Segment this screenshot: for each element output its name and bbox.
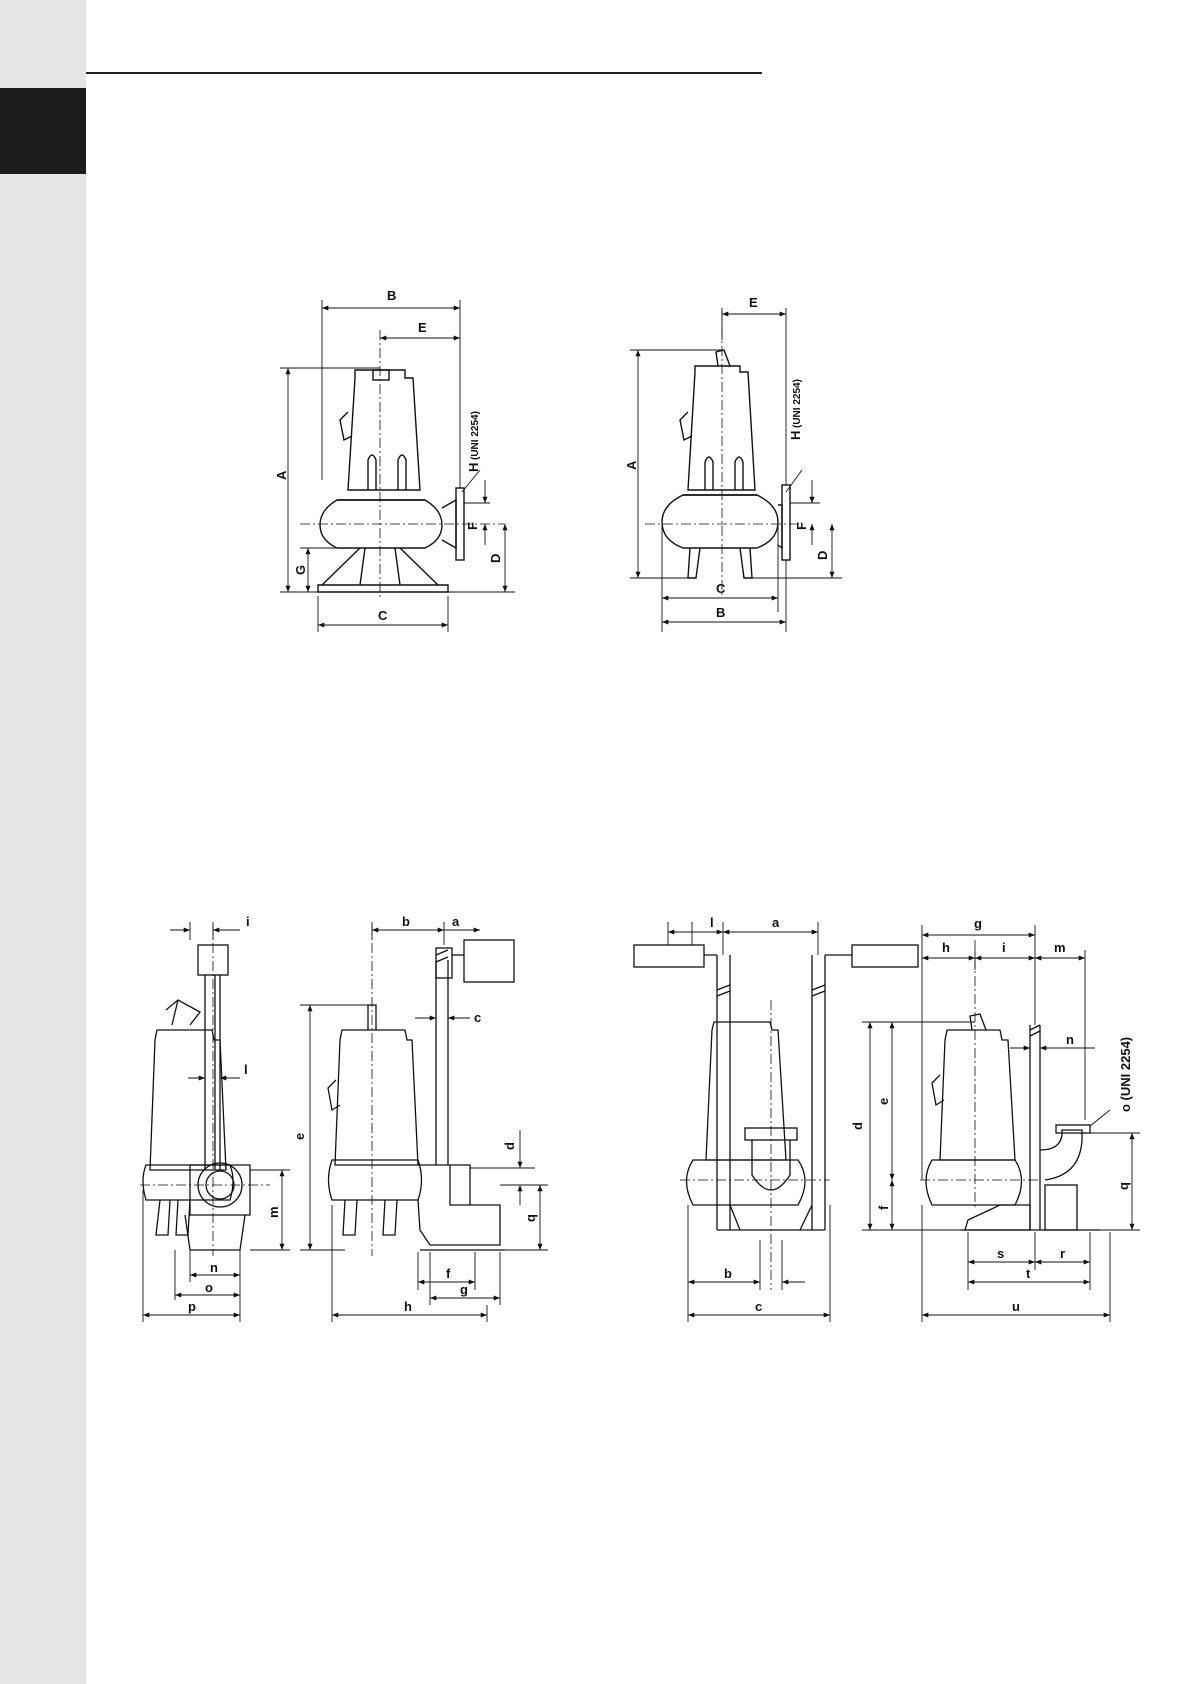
fig5-label-s: s bbox=[997, 1246, 1004, 1261]
fig5-label-t: t bbox=[1026, 1266, 1031, 1281]
fig5-label-h: h bbox=[942, 940, 950, 955]
fig3-label-o: o bbox=[205, 1280, 213, 1295]
fig2-label-B: B bbox=[716, 605, 725, 620]
fig1-label-E: E bbox=[418, 320, 427, 335]
fig3-label-h: h bbox=[404, 1299, 412, 1314]
fig5-label-o: o (UNI 2254) bbox=[1118, 1037, 1133, 1112]
fig5-label-f: f bbox=[876, 1205, 891, 1210]
fig3-label-d: d bbox=[502, 1142, 517, 1150]
pump-drawing-twin-rail-front bbox=[634, 945, 918, 1230]
pump-drawing-stand bbox=[318, 370, 464, 592]
pump-drawing-rail-front bbox=[143, 945, 250, 1250]
fig5-label-g: g bbox=[974, 916, 982, 931]
fig4-label-b: b bbox=[724, 1266, 732, 1281]
fig3-label-i: i bbox=[246, 914, 250, 929]
fig1-label-A: A bbox=[274, 470, 289, 480]
fig1-label-D: D bbox=[488, 554, 503, 563]
fig2-label-F: F bbox=[794, 522, 809, 530]
fig3-label-m: m bbox=[266, 1206, 281, 1218]
fig5-label-e: e bbox=[876, 1098, 891, 1105]
fig3-label-f: f bbox=[446, 1266, 451, 1281]
fig3-label-n: n bbox=[210, 1260, 218, 1275]
fig3-label-l: l bbox=[244, 1062, 248, 1077]
fig5-label-u: u bbox=[1012, 1299, 1020, 1314]
fig3-label-c: c bbox=[474, 1010, 481, 1025]
fig5-label-m: m bbox=[1054, 940, 1066, 955]
fig1-label-H-std: (UNI 2254) bbox=[470, 411, 481, 460]
fig3-label-p: p bbox=[188, 1299, 196, 1314]
pump-drawing-feet bbox=[662, 350, 790, 578]
fig4-label-c: c bbox=[755, 1299, 762, 1314]
fig5-label-i: i bbox=[1002, 940, 1006, 955]
fig5-label-d: d bbox=[850, 1122, 865, 1130]
fig1-label-H: H bbox=[466, 463, 481, 472]
fig3-label-q: q bbox=[523, 1214, 538, 1222]
fig2-label-C: C bbox=[716, 581, 726, 596]
fig1-label-C: C bbox=[378, 608, 388, 623]
fig5-label-q: q bbox=[1116, 1182, 1131, 1190]
fig3-label-a: a bbox=[452, 914, 460, 929]
fig2-label-E: E bbox=[749, 295, 758, 310]
fig2-label-D: D bbox=[815, 551, 830, 560]
fig3-label-g: g bbox=[460, 1282, 468, 1297]
fig1-label-B: B bbox=[387, 288, 396, 303]
fig1-label-G: G bbox=[293, 565, 308, 575]
fig4-label-a: a bbox=[772, 915, 780, 930]
fig5-label-r: r bbox=[1060, 1246, 1065, 1261]
fig1-label-F: F bbox=[465, 522, 480, 530]
fig4-label-l: l bbox=[710, 915, 714, 930]
fig2-label-A: A bbox=[624, 460, 639, 470]
pump-drawing-rail-side bbox=[328, 940, 514, 1250]
fig3-label-b: b bbox=[402, 914, 410, 929]
fig2-label-H-std: (UNI 2254) bbox=[792, 379, 803, 428]
fig5-label-n: n bbox=[1066, 1032, 1074, 1047]
fig2-label-H: H bbox=[788, 431, 803, 440]
fig3-label-e: e bbox=[292, 1133, 307, 1140]
